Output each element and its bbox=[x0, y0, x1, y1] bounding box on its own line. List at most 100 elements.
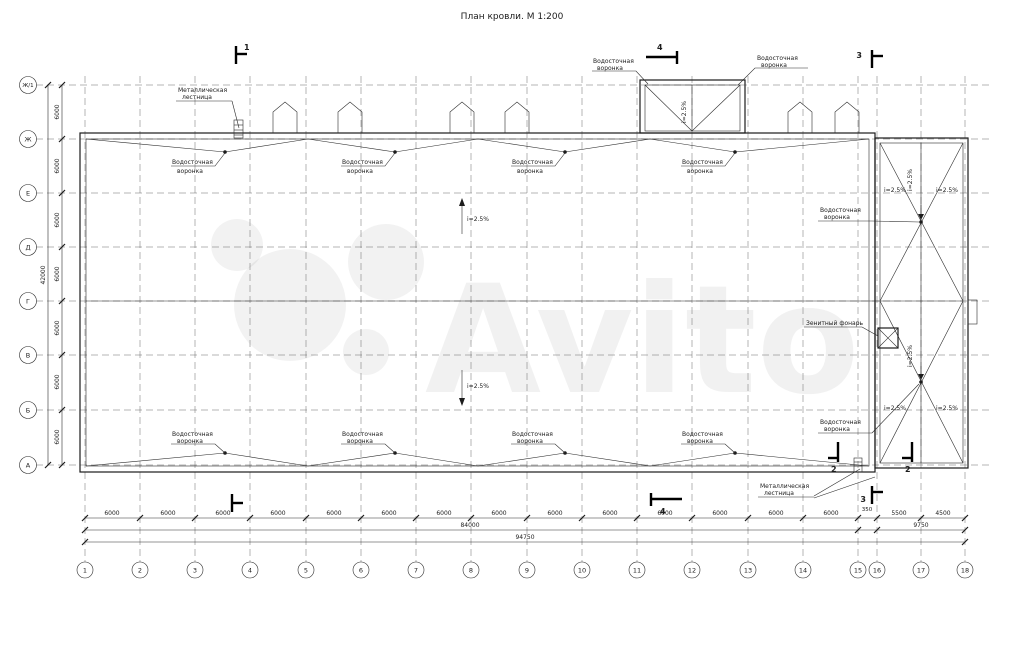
vent-icon bbox=[272, 101, 298, 133]
drain-label: воронка bbox=[517, 438, 543, 445]
right-canopy bbox=[967, 299, 978, 325]
drain-label: Водосточная bbox=[682, 431, 723, 438]
dim-4500: 4500 bbox=[935, 510, 950, 517]
slope-label: i=2.5% bbox=[907, 345, 914, 367]
drain-funnel-points bbox=[223, 150, 923, 455]
dim-350: 350 bbox=[862, 507, 873, 513]
drain-labels-right-wing: Водосточная воронка Водосточная воронка bbox=[818, 207, 920, 434]
dim-right-total: 9750 bbox=[913, 522, 928, 529]
vent-icon bbox=[504, 101, 530, 133]
skylight-label: Зенитный фонарь bbox=[806, 320, 864, 327]
axis-col-label: 6 bbox=[359, 567, 363, 575]
axis-col-label: 16 bbox=[873, 567, 881, 575]
dim-bay: 6000 bbox=[54, 104, 61, 119]
left-dimensions: 6000 6000 6000 6000 6000 6000 6000 42000 bbox=[40, 81, 66, 469]
drain-label: воронка bbox=[177, 168, 203, 175]
dim-bay: 6000 bbox=[547, 510, 562, 517]
column-axis-bubbles: 1 2 3 4 5 6 7 8 9 10 11 12 13 14 15 16 1… bbox=[76, 561, 974, 579]
dim-bay: 6000 bbox=[381, 510, 396, 517]
slope-label: i=2.5% bbox=[884, 187, 906, 194]
slope-label: i=2.5% bbox=[907, 169, 914, 191]
ladder-top-left: Металлическая лестница bbox=[176, 87, 244, 139]
dim-bay: 6000 bbox=[491, 510, 506, 517]
axis-row-label: Е bbox=[26, 190, 30, 198]
dim-bay: 6000 bbox=[602, 510, 617, 517]
section-mark-3: 3 bbox=[860, 495, 866, 504]
axis-col-label: 7 bbox=[414, 567, 418, 575]
axis-col-label: 8 bbox=[469, 567, 473, 575]
axis-row-label: Ж bbox=[24, 136, 31, 144]
axis-col-label: 12 bbox=[688, 567, 696, 575]
drain-label: воронка bbox=[177, 438, 203, 445]
dim-main-total: 84000 bbox=[460, 522, 479, 529]
dim-bay: 6000 bbox=[54, 158, 61, 173]
drain-label: воронка bbox=[347, 168, 373, 175]
dim-bay: 6000 bbox=[712, 510, 727, 517]
axis-col-label: 9 bbox=[525, 567, 529, 575]
skylight-label-group: Зенитный фонарь bbox=[804, 320, 879, 337]
drain-label: воронка bbox=[687, 438, 713, 445]
penthouse-wall bbox=[639, 79, 746, 134]
axis-col-label: 15 bbox=[854, 567, 862, 575]
dim-bay: 6000 bbox=[823, 510, 838, 517]
dim-bay: 6000 bbox=[270, 510, 285, 517]
section-marks: 1 4 4 3 3 2 2 bbox=[230, 43, 914, 516]
section-mark-2: 2 bbox=[831, 465, 837, 474]
axis-row-label: Г bbox=[26, 298, 30, 306]
ladder-icon bbox=[853, 457, 863, 473]
drain-label: Водосточная bbox=[757, 55, 798, 62]
dim-bay: 6000 bbox=[54, 266, 61, 281]
drain-label: воронка bbox=[824, 426, 850, 433]
skylight-symbol bbox=[877, 327, 899, 349]
vent-icon bbox=[787, 101, 813, 133]
axis-col-label: 14 bbox=[799, 567, 807, 575]
axis-col-label: 2 bbox=[138, 567, 142, 575]
vent-icon bbox=[449, 101, 475, 133]
dim-overall: 94750 bbox=[515, 534, 534, 541]
drain-label: Водосточная bbox=[172, 431, 213, 438]
dim-left-total: 42000 bbox=[40, 265, 47, 284]
slope-label: i=2.5% bbox=[936, 187, 958, 194]
drain-label: Водосточная bbox=[820, 419, 861, 426]
dim-bay: 6000 bbox=[160, 510, 175, 517]
section-mark-2: 2 bbox=[905, 465, 911, 474]
dim-bay: 6000 bbox=[326, 510, 341, 517]
axis-col-label: 3 bbox=[193, 567, 197, 575]
axis-col-label: 11 bbox=[633, 567, 641, 575]
dim-bay: 6000 bbox=[657, 510, 672, 517]
slope-label: i=2.5% bbox=[681, 101, 688, 123]
axis-col-label: 4 bbox=[248, 567, 252, 575]
roof-vent-symbols bbox=[272, 101, 860, 133]
drain-label: Водосточная bbox=[820, 207, 861, 214]
dim-bay: 6000 bbox=[54, 320, 61, 335]
vent-icon bbox=[834, 101, 860, 133]
ladder-bottom-right: Металлическая лестница bbox=[758, 457, 876, 499]
ladder-label: лестница bbox=[182, 94, 212, 101]
ladder-icon bbox=[233, 119, 244, 139]
drain-label: Водосточная bbox=[593, 58, 634, 65]
axis-col-label: 10 bbox=[578, 567, 586, 575]
drain-label: Водосточная bbox=[682, 159, 723, 166]
dim-bay: 6000 bbox=[215, 510, 230, 517]
ladder-label: Металлическая bbox=[178, 87, 227, 94]
section-mark-1: 1 bbox=[244, 43, 250, 52]
drain-label: воронка bbox=[761, 62, 787, 69]
section-mark-4: 4 bbox=[660, 507, 666, 516]
axis-row-label: А bbox=[26, 462, 31, 470]
dim-bay: 6000 bbox=[436, 510, 451, 517]
bottom-dimensions: 6000 6000 6000 6000 6000 6000 6000 6000 … bbox=[81, 507, 969, 546]
row-axis-bubbles: Ж/1 Ж Е Д Г В Б А bbox=[19, 76, 37, 474]
drain-label: Водосточная bbox=[172, 159, 213, 166]
dim-bay: 6000 bbox=[54, 212, 61, 227]
axis-col-label: 1 bbox=[83, 567, 87, 575]
slope-label: i=2.5% bbox=[467, 383, 489, 390]
slope-label: i=2.5% bbox=[884, 405, 906, 412]
drain-label: воронка bbox=[347, 438, 373, 445]
drain-label: Водосточная bbox=[512, 431, 553, 438]
axis-row-label: В bbox=[26, 352, 30, 360]
drawing-title: План кровли. М 1:200 bbox=[461, 12, 564, 22]
drain-label: воронка bbox=[687, 168, 713, 175]
axis-row-label: Б bbox=[26, 407, 30, 415]
